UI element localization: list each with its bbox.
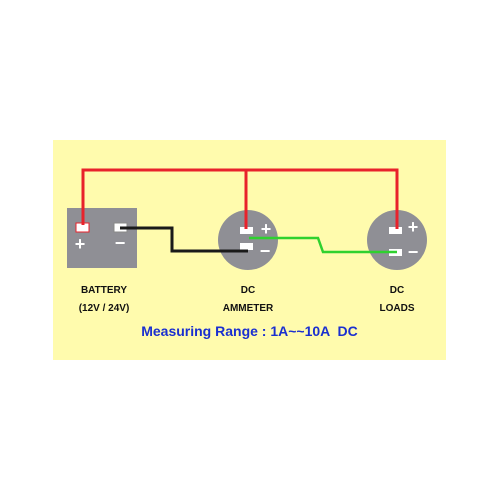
loads-positive-terminal [389,227,402,234]
loads-body [367,210,427,270]
measuring-range-value: 1A~~10A [270,323,330,339]
battery-label: BATTERY (12V / 24V) [52,284,156,316]
ammeter-plus-sign: + [261,219,272,239]
measuring-range-unit: DC [329,323,358,339]
battery-label-name: BATTERY [80,285,128,296]
loads-label: DC LOADS [345,284,449,316]
ammeter-minus-sign: − [260,241,271,261]
battery-minus-sign: − [115,233,126,253]
ammeter-body [218,210,278,270]
ammeter-label: DC AMMETER [196,284,300,316]
ammeter-positive-terminal [240,227,253,234]
battery-body [67,208,137,268]
ammeter-label-line1: DC [240,285,256,296]
battery-plus-sign: + [75,234,86,254]
battery-label-voltage: (12V / 24V) [78,303,130,314]
measure-wire [249,236,397,254]
ammeter-negative-terminal [240,243,253,250]
loads-minus-sign: − [408,242,419,262]
measuring-range-caption: Measuring Range : 1A~~10A DC [53,323,446,339]
loads-label-line2: LOADS [379,303,415,314]
ammeter-label-line2: AMMETER [222,303,274,314]
loads-label-line1: DC [389,285,405,296]
loads-plus-sign: + [408,217,419,237]
negative-wire [120,226,248,253]
measuring-range-prefix: Measuring Range : [141,323,271,339]
positive-wire [81,168,399,229]
